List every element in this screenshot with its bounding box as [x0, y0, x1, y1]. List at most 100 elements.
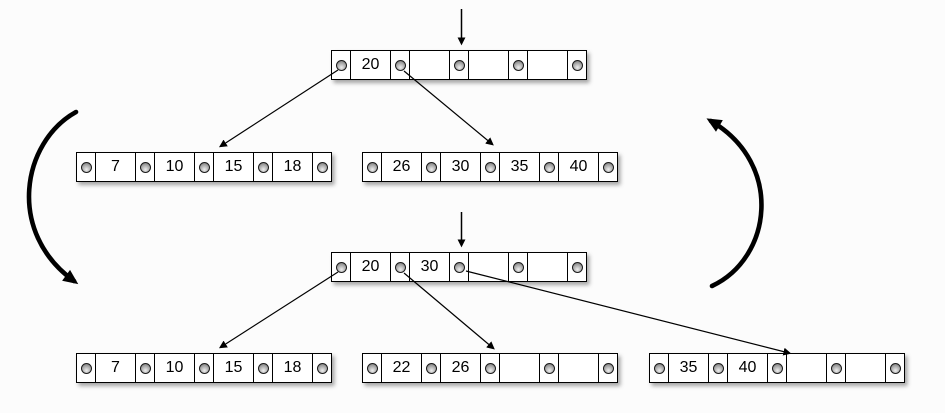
- child-link-arrow-t2-middle: [403, 272, 495, 350]
- pointer-dot-icon: [830, 362, 842, 374]
- pointer-dot-icon: [512, 59, 524, 71]
- pointer-slot: [313, 153, 331, 181]
- key-slot: 40: [559, 153, 599, 181]
- key-slot: 40: [728, 354, 768, 382]
- tree2-root-node: 20 30: [331, 252, 587, 282]
- tree1-right-child-node: 26 30 35 40: [362, 152, 618, 182]
- key-slot: 15: [214, 153, 254, 181]
- pointer-slot: [332, 51, 351, 79]
- pointer-dot-icon: [394, 261, 406, 273]
- cycle-arrow-right: [706, 118, 764, 289]
- pointer-dot-icon: [366, 362, 378, 374]
- pointer-dot-icon: [453, 59, 465, 71]
- pointer-slot: [363, 153, 382, 181]
- key-slot: 26: [441, 354, 481, 382]
- pointer-dot-icon: [771, 362, 783, 374]
- key-slot: 18: [273, 354, 313, 382]
- key-slot: 30: [441, 153, 481, 181]
- pointer-slot: [332, 253, 351, 281]
- pointer-dot-icon: [712, 362, 724, 374]
- pointer-slot: [450, 253, 469, 281]
- pointer-slot: [363, 354, 382, 382]
- pointer-slot: [195, 153, 214, 181]
- pointer-dot-icon: [484, 362, 496, 374]
- pointer-slot: [481, 354, 500, 382]
- pointer-slot: [254, 354, 273, 382]
- key-slot: [528, 51, 568, 79]
- pointer-slot: [540, 153, 559, 181]
- child-link-arrow-t1-left: [218, 69, 339, 148]
- pointer-slot: [254, 153, 273, 181]
- key-slot: [500, 354, 540, 382]
- key-slot: 10: [155, 153, 195, 181]
- pointer-slot: [136, 354, 155, 382]
- key-slot: 26: [382, 153, 422, 181]
- pointer-dot-icon: [139, 362, 151, 374]
- pointer-slot: [827, 354, 846, 382]
- pointer-dot-icon: [335, 59, 347, 71]
- key-slot: [469, 253, 509, 281]
- pointer-dot-icon: [257, 161, 269, 173]
- key-slot: [559, 354, 599, 382]
- pointer-dot-icon: [571, 261, 583, 273]
- pointer-slot: [481, 153, 500, 181]
- key-slot: 35: [500, 153, 540, 181]
- pointer-dot-icon: [425, 362, 437, 374]
- pointer-dot-icon: [653, 362, 665, 374]
- pointer-dot-icon: [571, 59, 583, 71]
- cycle-arrow-left: [26, 109, 79, 285]
- key-slot: 30: [410, 253, 450, 281]
- pointer-dot-icon: [484, 161, 496, 173]
- pointer-slot: [509, 51, 528, 79]
- pointer-slot: [77, 354, 96, 382]
- pointer-dot-icon: [335, 261, 347, 273]
- pointer-slot: [77, 153, 96, 181]
- key-slot: 7: [96, 354, 136, 382]
- pointer-slot: [650, 354, 669, 382]
- pointer-slot: [540, 354, 559, 382]
- tree2-middle-child-node: 22 26: [362, 353, 618, 383]
- key-slot: [410, 51, 450, 79]
- pointer-dot-icon: [543, 362, 555, 374]
- tree2-left-child-node: 7 10 15 18: [76, 353, 332, 383]
- pointer-dot-icon: [394, 59, 406, 71]
- pointer-dot-icon: [257, 362, 269, 374]
- pointer-dot-icon: [453, 261, 465, 273]
- pointer-slot: [313, 354, 331, 382]
- key-slot: [787, 354, 827, 382]
- key-slot: 18: [273, 153, 313, 181]
- pointer-slot: [509, 253, 528, 281]
- pointer-dot-icon: [139, 161, 151, 173]
- pointer-dot-icon: [425, 161, 437, 173]
- pointer-slot: [195, 354, 214, 382]
- pointer-slot: [391, 253, 410, 281]
- pointer-dot-icon: [316, 161, 328, 173]
- pointer-slot: [886, 354, 904, 382]
- tree1-left-child-node: 7 10 15 18: [76, 152, 332, 182]
- key-slot: 7: [96, 153, 136, 181]
- key-slot: [846, 354, 886, 382]
- pointer-dot-icon: [889, 362, 901, 374]
- pointer-slot: [136, 153, 155, 181]
- key-slot: 22: [382, 354, 422, 382]
- child-link-arrow-t2-right: [465, 270, 792, 356]
- pointer-dot-icon: [198, 161, 210, 173]
- key-slot: 20: [351, 51, 391, 79]
- key-slot: 20: [351, 253, 391, 281]
- child-link-arrow-t1-right: [403, 70, 494, 146]
- pointer-dot-icon: [316, 362, 328, 374]
- pointer-slot: [450, 51, 469, 79]
- pointer-dot-icon: [602, 362, 614, 374]
- pointer-slot: [709, 354, 728, 382]
- pointer-slot: [568, 51, 586, 79]
- pointer-dot-icon: [543, 161, 555, 173]
- pointer-slot: [568, 253, 586, 281]
- tree1-root-node: 20: [331, 50, 587, 80]
- key-slot: [469, 51, 509, 79]
- pointer-slot: [599, 354, 617, 382]
- pointer-dot-icon: [80, 362, 92, 374]
- tree2-right-child-node: 35 40: [649, 353, 905, 383]
- pointer-slot: [391, 51, 410, 79]
- child-link-arrow-t2-left: [218, 271, 339, 349]
